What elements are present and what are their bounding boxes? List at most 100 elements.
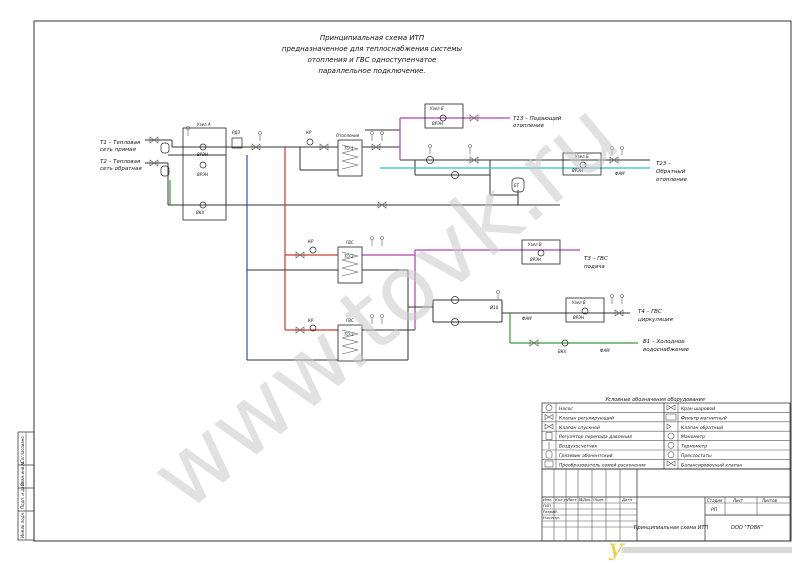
t1-label-2: сеть прямая <box>100 147 137 153</box>
legend-right-2: Фильтр магнитный <box>681 415 727 421</box>
t23-label-3: отопление <box>656 177 688 183</box>
legend-right-3: Клапан обратный <box>681 425 723 431</box>
to-gvs1-label: ТО-2 <box>344 254 354 259</box>
pump-icon <box>451 296 459 304</box>
mud-trap-icon <box>160 165 170 177</box>
rd-label: РДЗ <box>232 130 241 135</box>
vru6-label: ВРЭН <box>573 315 584 320</box>
footer-logo: У <box>608 541 626 565</box>
mud-trap-icon <box>545 450 553 459</box>
stamp-header-3: Лист <box>566 497 577 502</box>
stamp-drawing-name: Принципиальная схема ИТП <box>634 525 709 531</box>
vru5-label: ВРЭН <box>530 257 541 262</box>
outer-frame <box>33 20 792 542</box>
vkk-label: ВКХ <box>558 349 567 354</box>
fam3-label: ФАМ <box>600 348 610 353</box>
thermometer-icon <box>667 441 675 449</box>
heat-exchanger-heating <box>337 139 363 177</box>
title-line-3: отопления и ГВС одноступенчатое <box>308 56 437 64</box>
stamp-role-3: Н.контр. <box>543 515 560 520</box>
ball-valve-icon <box>149 114 624 347</box>
side-stamp-cell-4: Согласовано <box>20 436 25 463</box>
t13-label-1: Т13 – Подающий <box>513 116 562 122</box>
t3-label-1: Т3 – ГВС <box>584 256 608 262</box>
stamp-header-1: Изм. <box>543 497 552 502</box>
t23-label-2: Обратный <box>656 169 686 175</box>
t4-label-2: циркуляция <box>638 317 674 323</box>
manometer-icon <box>667 432 675 440</box>
legend-right-5: Термометр <box>681 444 707 450</box>
et-label: ЕТ <box>514 183 520 188</box>
t2-label-1: Т2 – Тепловая <box>100 159 141 165</box>
control-valve-icon <box>544 413 554 421</box>
footer-bar <box>622 547 792 553</box>
pipe-labels: Т1 – Тепловая сеть прямая Т2 – Тепловая … <box>100 116 690 353</box>
uzel-v-label: Узел В <box>528 242 542 247</box>
stamp-sheets-header: Листов <box>761 498 778 503</box>
pipe-network <box>145 117 650 361</box>
flow-meter-icon <box>199 143 207 151</box>
t2-label-2: сеть обратная <box>100 166 142 172</box>
legend-left-5: Воздухосчетчик <box>559 444 598 450</box>
pressure-regulator-icon <box>231 137 243 149</box>
stamp-role-2: Разраб. <box>543 509 558 514</box>
to-gvs2-label: ТО-3 <box>344 332 354 337</box>
vru2-label: ВРЭН <box>197 172 208 177</box>
flow-meter-icon <box>199 201 207 209</box>
gvs1-label: ГВС <box>346 240 354 245</box>
pressure-regulator-icon <box>545 432 553 440</box>
side-stamp-cell-2: Подп. и дата <box>20 481 25 509</box>
legend-right-4: Манометр <box>681 434 705 440</box>
legend-right-6: Прессостаты <box>681 453 712 459</box>
b1-label-1: В1 – Холодное <box>643 339 685 345</box>
legend-left-7: Преобразователь семей расхонения <box>559 462 646 468</box>
flow-meter-icon <box>561 339 569 347</box>
legend-right-1: Кран шаровой <box>681 406 715 412</box>
to1-label: ТО-1 <box>344 146 354 151</box>
title-line-4: параллельное подключение. <box>318 67 425 75</box>
vru3-label: ВРЭН <box>432 121 443 126</box>
pump-icon <box>545 404 553 412</box>
vkh-top-label: ВКХ <box>196 210 205 215</box>
manometer-icon <box>186 126 624 324</box>
uzel-b-box-2 <box>562 152 602 176</box>
legend-right-7: Балансировочный клапан <box>681 462 742 468</box>
equipment: Узел А ВРЭН ВРЭН ВКХ РДЗ Отопление ТО-1 … <box>149 103 625 362</box>
stamp-stage-value: РП <box>711 507 718 513</box>
legend-left-6: Грязевик абонентский <box>559 453 613 459</box>
t13-label-2: отопление <box>513 123 545 129</box>
legend-title: Условные обозначения оборудования <box>605 397 705 403</box>
legend-left-3: Клапан спускной <box>559 425 600 431</box>
uzel-a-box <box>182 127 227 221</box>
kr-valve-icon <box>306 138 314 146</box>
kr3-label: КР <box>308 318 314 323</box>
kr2-label: КР <box>308 239 314 244</box>
stamp-header-6: Дата <box>621 497 633 502</box>
ball-valve-icon <box>666 404 676 411</box>
vru4-label: ВРЭН <box>572 168 583 173</box>
stamp-header-5: Подп. <box>593 497 605 502</box>
uzel-v-box-2 <box>565 297 605 323</box>
side-stamp-cell-3: Взам.инв.№ <box>20 461 25 486</box>
uzel-b-box <box>424 103 464 129</box>
vru1-label: ВРЭН <box>197 152 208 157</box>
t1-label-1: Т1 – Тепловая <box>100 140 141 146</box>
uzel-v-box-1 <box>521 239 561 265</box>
title-line-1: Принципиальная схема ИТП <box>320 34 425 42</box>
pump-icon <box>426 156 434 164</box>
stamp-role-1: ГИП <box>543 503 551 508</box>
title-line-2: предназначенное для теплоснабжения систе… <box>282 45 463 53</box>
uzel-a-label: Узел А <box>197 122 211 127</box>
legend-left-1: Насос <box>559 406 573 412</box>
t23-label-1: Т23 – <box>656 161 671 167</box>
stamp-stage-header: Стадия <box>707 498 723 503</box>
heat-exchanger-gvs-2 <box>337 324 363 362</box>
side-stamp: Инв.№ подл. Подп. и дата Взам.инв.№ Согл… <box>17 431 35 541</box>
legend-left-2: Клапан регулирующий <box>559 415 614 421</box>
side-stamp-cell-1: Инв.№ подл. <box>20 512 25 538</box>
to-label: Отопление <box>336 133 360 138</box>
b1-label-2: водоснабжение <box>643 347 690 353</box>
kr1-label: КР <box>306 130 312 135</box>
